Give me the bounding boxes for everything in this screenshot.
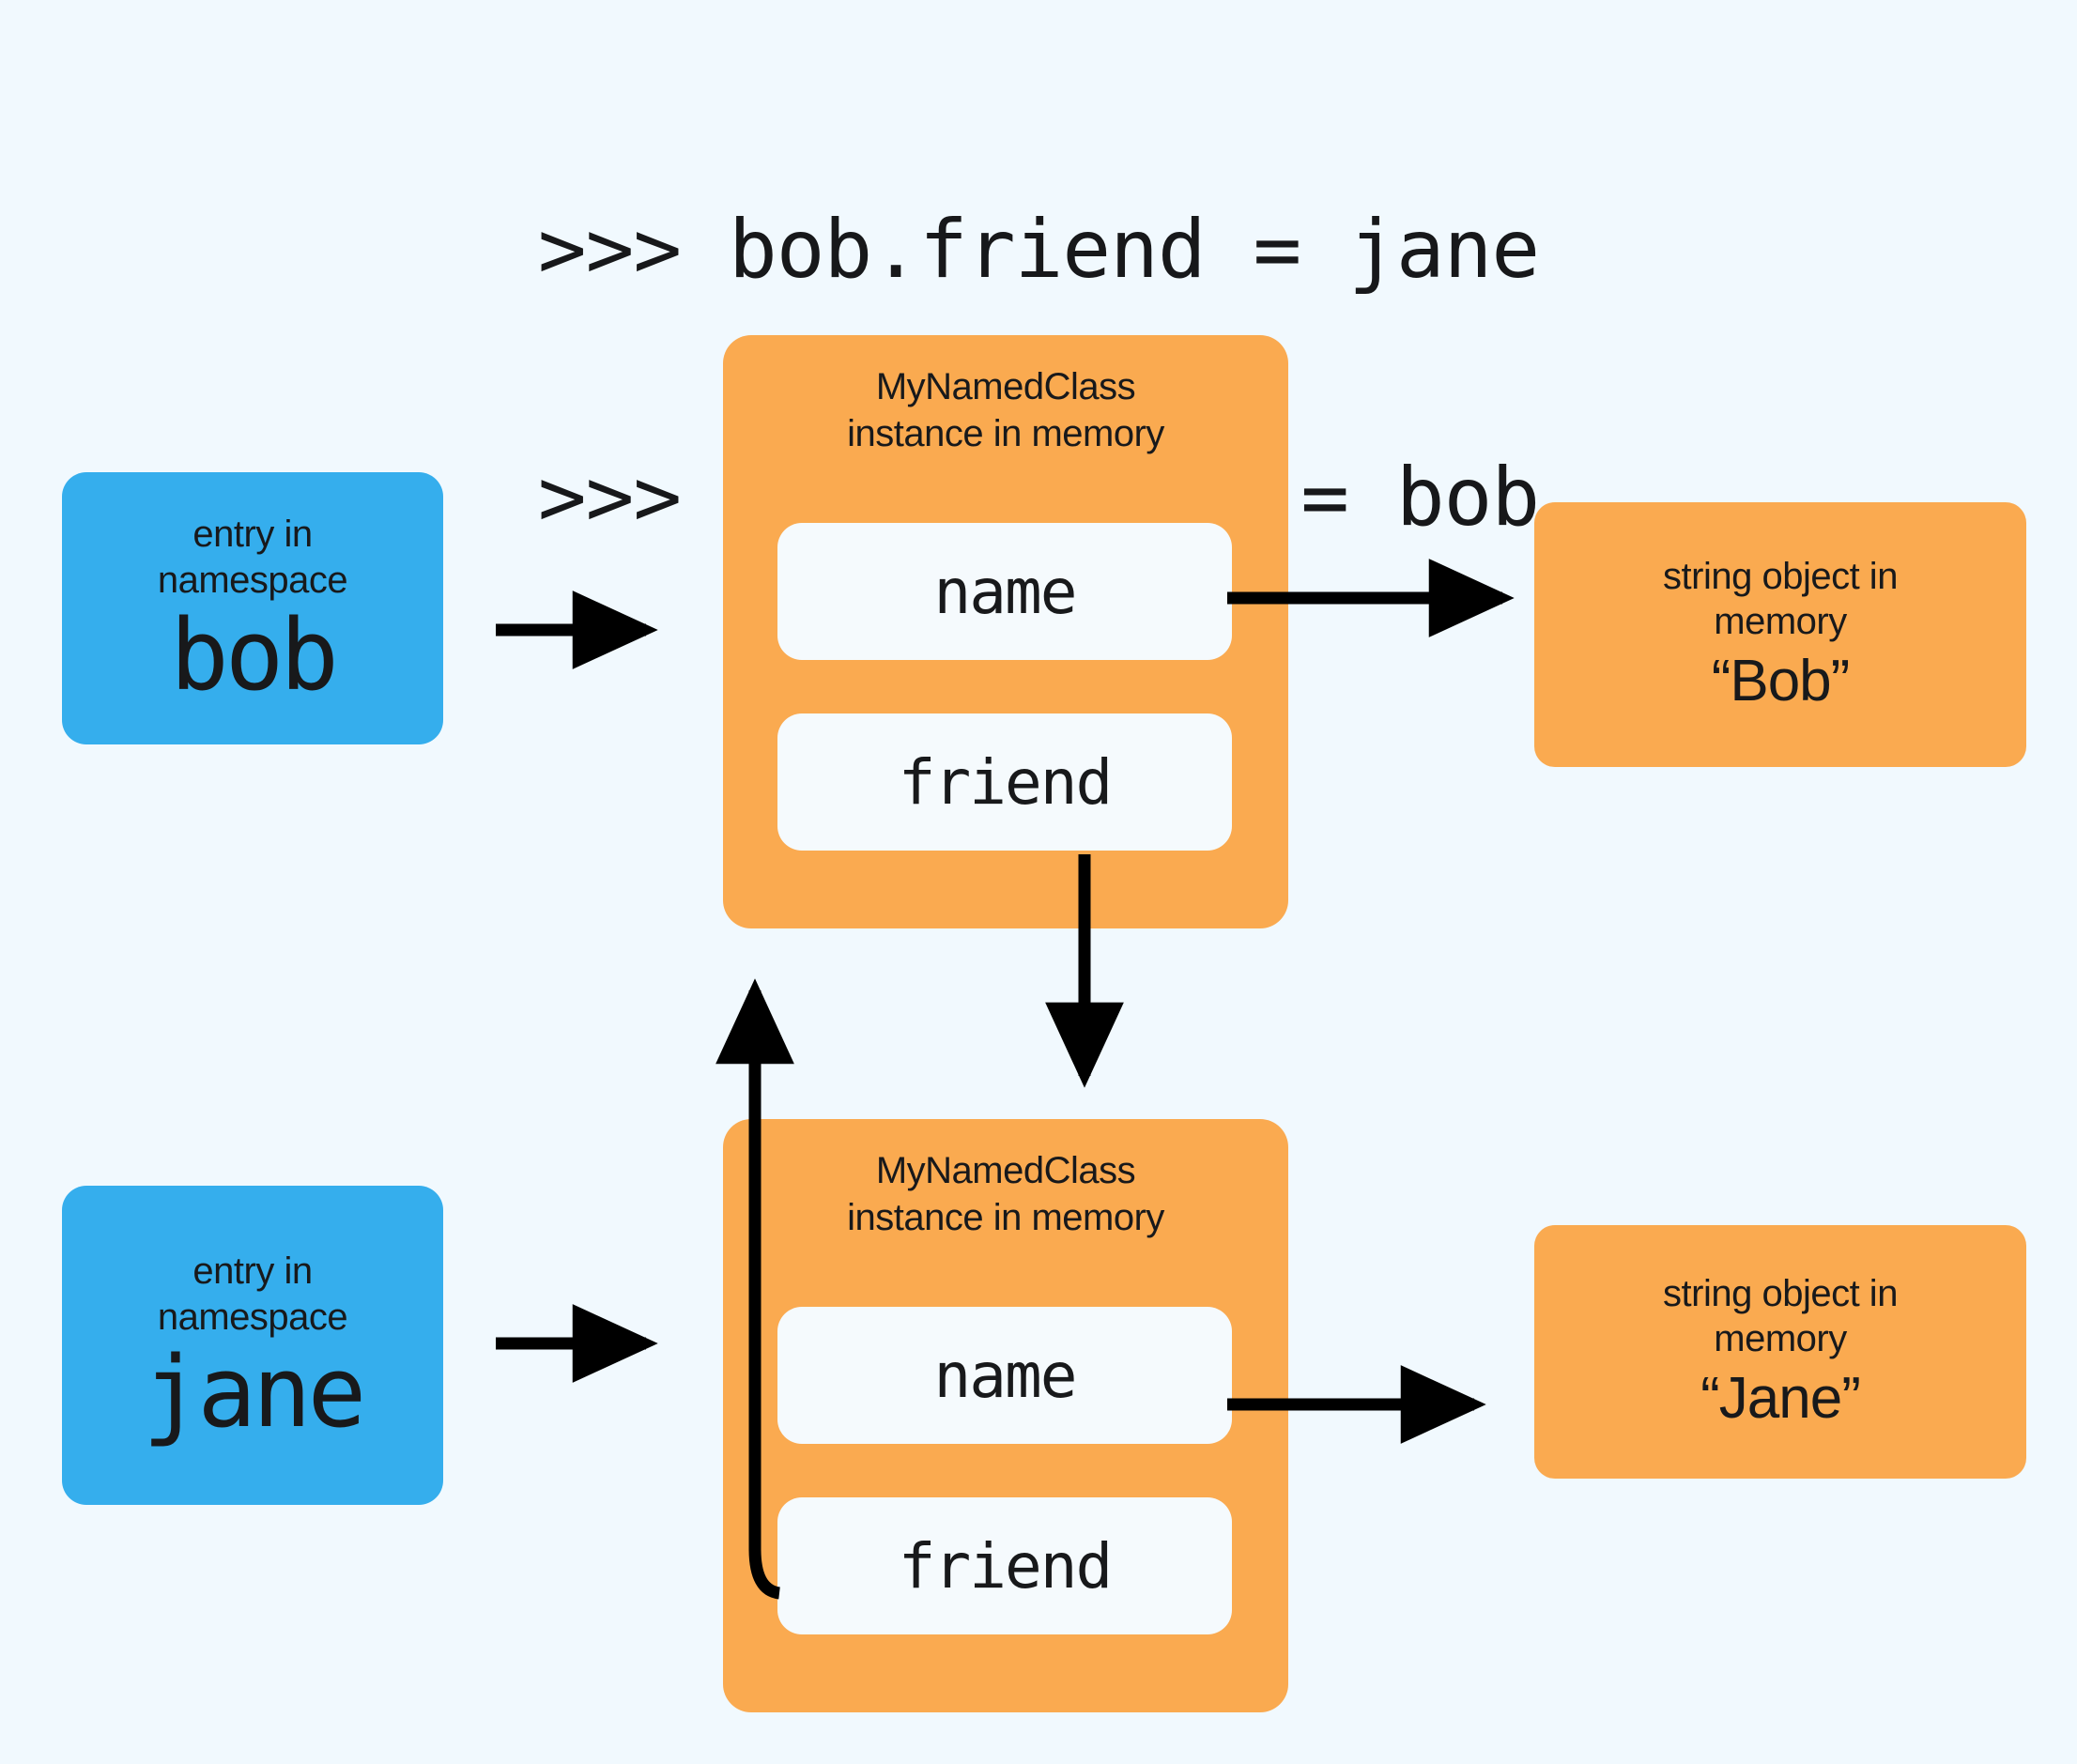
string-jane-caption-line1: string object in xyxy=(1663,1272,1898,1314)
namespace-bob-caption: entry in namespace xyxy=(157,512,348,604)
namespace-jane-caption-line2: namespace xyxy=(157,1296,348,1338)
attribute-box-jane-friend[interactable]: friend xyxy=(777,1497,1232,1634)
instance-jane-caption: MyNamedClass instance in memory xyxy=(723,1147,1288,1241)
instance-jane-caption-line1: MyNamedClass xyxy=(875,1150,1136,1191)
namespace-jane-caption: entry in namespace xyxy=(157,1249,348,1341)
namespace-jane-name: jane xyxy=(142,1334,366,1450)
namespace-bob-caption-line1: entry in xyxy=(192,514,313,556)
string-bob-caption-line2: memory xyxy=(1714,601,1847,643)
instance-box-bob[interactable]: MyNamedClass instance in memory name fri… xyxy=(723,335,1288,928)
code-line-1: >>> bob.friend = jane xyxy=(537,203,1540,298)
attribute-box-bob-name[interactable]: name xyxy=(777,523,1232,660)
string-box-bob[interactable]: string object in memory “Bob” xyxy=(1534,502,2026,767)
string-jane-caption: string object in memory xyxy=(1663,1271,1898,1363)
namespace-jane-caption-line1: entry in xyxy=(192,1250,313,1293)
namespace-bob-caption-line2: namespace xyxy=(157,559,348,601)
string-bob-caption: string object in memory xyxy=(1663,554,1898,646)
instance-bob-caption-line2: instance in memory xyxy=(847,413,1164,454)
instance-box-jane[interactable]: MyNamedClass instance in memory name fri… xyxy=(723,1119,1288,1712)
string-bob-value: “Bob” xyxy=(1711,649,1851,714)
attribute-box-bob-friend[interactable]: friend xyxy=(777,713,1232,851)
instance-bob-caption: MyNamedClass instance in memory xyxy=(723,363,1288,457)
string-jane-caption-line2: memory xyxy=(1714,1318,1847,1360)
instance-bob-caption-line1: MyNamedClass xyxy=(875,366,1136,407)
instance-jane-caption-line2: instance in memory xyxy=(847,1197,1164,1238)
string-jane-value: “Jane” xyxy=(1700,1366,1861,1432)
namespace-box-jane[interactable]: entry in namespace jane xyxy=(62,1186,443,1505)
attribute-box-jane-name[interactable]: name xyxy=(777,1307,1232,1444)
string-bob-caption-line1: string object in xyxy=(1663,555,1898,597)
string-box-jane[interactable]: string object in memory “Jane” xyxy=(1534,1225,2026,1479)
namespace-bob-name: bob xyxy=(170,597,339,713)
namespace-box-bob[interactable]: entry in namespace bob xyxy=(62,472,443,744)
